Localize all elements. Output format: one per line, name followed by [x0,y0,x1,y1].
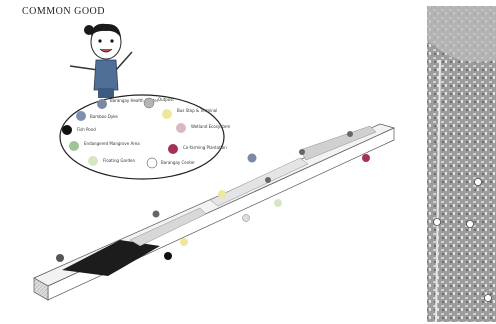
speech-bubble-icon [97,99,107,109]
speech-bubble-icon [62,125,72,135]
speech-bubble-icon [176,123,186,133]
map-pin-icon [218,190,226,198]
legend-label: Co-farming Plantation [183,145,227,150]
aerial-photo [427,6,496,322]
map-pin-icon [274,199,282,207]
map-pin-icon [180,238,188,246]
legend-label: Floating Garden [103,158,135,163]
speech-bubble-icon [76,111,86,121]
legend-label: Outpost [158,97,174,102]
speech-bubble-icon [144,98,154,108]
legend-label: Bamboo Dyke [90,114,118,119]
legend-label: Fish Pond [77,127,96,132]
speech-bubble-icon [162,109,172,119]
map-pin-icon [362,154,370,162]
map-pin-icon [164,252,172,260]
map-pin-icon [475,179,482,186]
legend-label: Barangay Center [161,160,195,165]
legend-label: Bus Stop & Terminal [177,108,217,113]
speech-bubble-icon [69,141,79,151]
map-pin-icon [467,221,474,228]
map-pin-icon [434,219,441,226]
speech-bubble-icon [147,158,157,168]
speech-bubble-icon [168,144,178,154]
legend-label: Wetland Ecosystem [191,124,230,129]
map-pin-icon [243,215,250,222]
character-illustration [70,24,132,98]
legend: Barangay Health Center Outpost Bamboo Dy… [60,95,230,179]
legend-label: Endangered Mangrove Area [84,141,140,146]
map-pin-icon [485,295,492,302]
map-pin-icon [248,154,257,163]
speech-bubble-icon [88,156,98,166]
